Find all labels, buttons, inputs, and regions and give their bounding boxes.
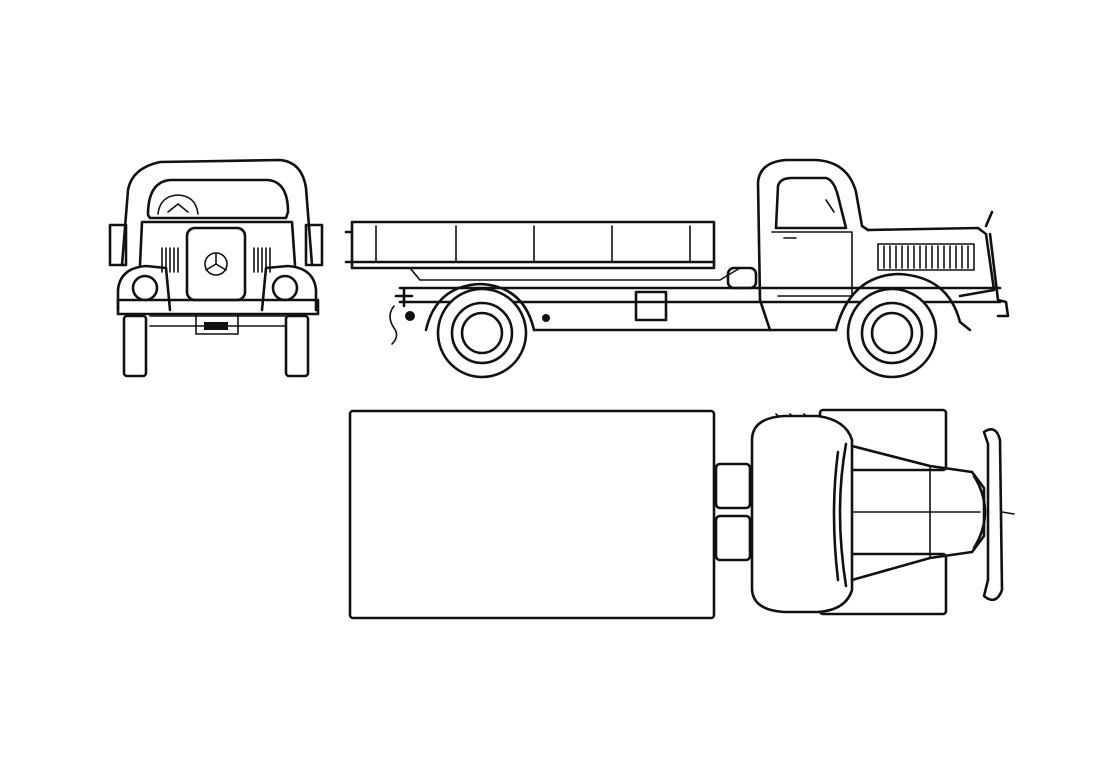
side-rear-rim [450, 301, 514, 365]
front-windscreen [146, 178, 290, 220]
side-door [771, 231, 853, 297]
top-roof-ridge [832, 442, 848, 588]
top-rear-tyre-lower [714, 514, 752, 562]
front-mirror-right [304, 223, 324, 267]
side-rear-hub [460, 311, 504, 355]
side-spring-shackle [542, 314, 550, 322]
side-front-hub [870, 311, 914, 355]
side-bonnet [866, 226, 996, 298]
side-cab-window [774, 176, 848, 230]
front-headlamp-right [271, 274, 299, 302]
side-cab-body [756, 158, 870, 332]
side-rear-hitch [394, 286, 414, 308]
front-fender-right [260, 264, 318, 312]
side-view [344, 158, 1010, 379]
front-side-grilles [161, 247, 271, 273]
top-view [348, 408, 1015, 620]
top-rear-tyre-upper [714, 462, 752, 510]
front-cab-outline [120, 158, 314, 267]
side-front-fender [834, 272, 972, 332]
top-tow-hook [1001, 511, 1015, 515]
side-window-reflection [825, 199, 835, 213]
front-tow-hook [204, 322, 228, 330]
side-front-rim [860, 301, 924, 365]
top-cab-roof [750, 414, 854, 614]
front-fender-left [116, 264, 172, 312]
top-bonnet [850, 444, 986, 582]
front-cowl [138, 220, 297, 267]
top-front-bumper [982, 428, 1004, 602]
front-view [108, 158, 324, 378]
front-mirror-left [108, 223, 128, 267]
front-tyre-left [122, 314, 148, 378]
top-bonnet-seam [851, 465, 981, 559]
top-radiator [972, 474, 987, 550]
side-rear-fender [424, 282, 536, 332]
side-fuel-tank [726, 266, 758, 290]
side-cargo-bed [350, 220, 716, 270]
side-bed-panel-lines [375, 225, 691, 263]
side-trailer-cable [389, 305, 398, 345]
top-cargo-bed [348, 409, 716, 620]
side-front-bumper [984, 210, 1010, 318]
side-battery-box [634, 290, 668, 322]
side-bonnet-louvers-frame [877, 243, 975, 271]
star-emblem-arms [205, 252, 227, 271]
side-bed-hinge [344, 230, 354, 264]
side-subframe [409, 267, 741, 281]
side-bonnet-louvers [883, 245, 969, 269]
front-steering-wheel [157, 194, 199, 215]
front-bumper [116, 298, 320, 316]
front-headlamp-left [131, 274, 159, 302]
side-hitch-coupling [405, 311, 415, 321]
front-tyre-right [284, 314, 310, 378]
